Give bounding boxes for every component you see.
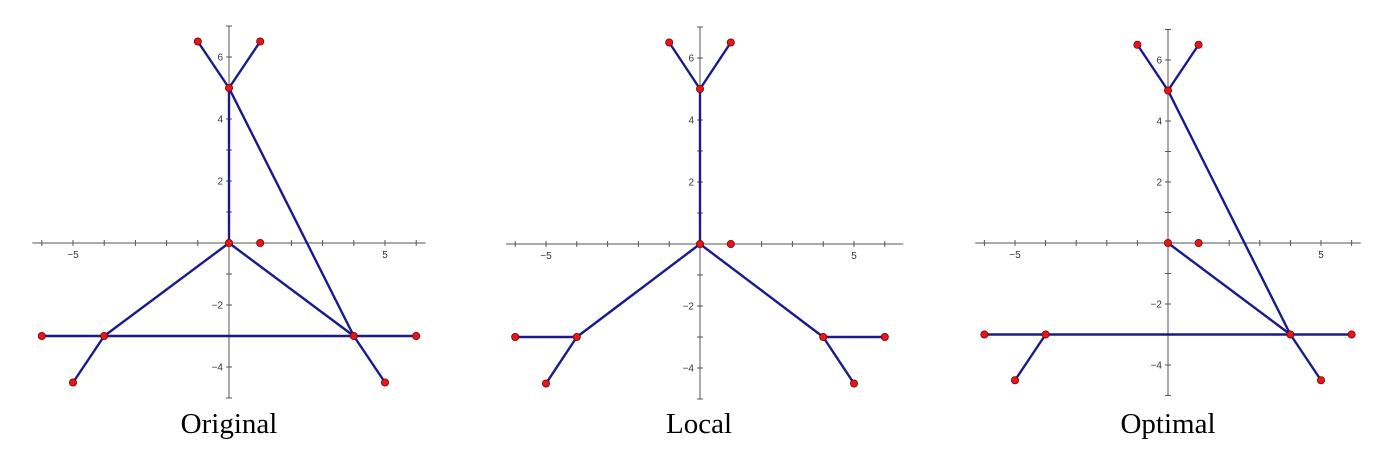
y-tick-label: 6 — [688, 54, 694, 65]
graph-node — [572, 332, 581, 341]
graph-node — [665, 38, 674, 47]
graph-edge — [1166, 89, 1292, 336]
graph-node — [256, 37, 265, 46]
graph-edge — [352, 334, 387, 384]
graph-node — [511, 332, 520, 341]
graph-edge — [227, 86, 355, 338]
y-tick-label: −4 — [1151, 361, 1163, 372]
graph-edge — [822, 335, 856, 385]
graph-node — [1347, 330, 1356, 339]
graph-edge — [196, 40, 231, 90]
graph-edge — [698, 242, 825, 339]
graph-edge — [544, 335, 578, 385]
x-tick-label: 5 — [382, 250, 388, 261]
y-tick-label: 6 — [1156, 56, 1162, 67]
graph-node — [224, 238, 233, 247]
graph-node — [696, 239, 705, 248]
graph-edge — [227, 40, 262, 90]
graph-node — [1164, 86, 1173, 95]
graph-node — [980, 330, 989, 339]
graph-node — [1164, 238, 1173, 247]
y-tick-label: −2 — [1151, 300, 1163, 311]
graph-edge — [1166, 241, 1292, 336]
graph-node — [100, 331, 109, 340]
graph-edge — [1013, 333, 1047, 382]
graph-node — [542, 379, 551, 388]
graph-node — [193, 37, 202, 46]
panel-local: −5 5 6 4 2 −2 −4 — [505, 26, 904, 400]
graph-node — [1317, 376, 1326, 385]
graph-node — [880, 332, 889, 341]
y-tick-label: 4 — [217, 115, 223, 126]
caption-optimal: Optimal — [1120, 408, 1216, 440]
graph-node — [349, 331, 358, 340]
graph-node — [224, 84, 233, 93]
y-tick-label: 2 — [1156, 178, 1162, 189]
x-tick-label: 5 — [851, 251, 857, 262]
x-tick-label: −5 — [540, 251, 552, 262]
graph-edge — [1136, 43, 1170, 92]
graph-edge — [227, 241, 355, 338]
graph-node — [69, 378, 78, 387]
graph-node — [726, 38, 735, 47]
graph-node — [850, 379, 859, 388]
graph-node — [1011, 376, 1020, 385]
y-tick-label: 6 — [217, 53, 223, 64]
graph-node — [412, 331, 421, 340]
y-tick-label: 4 — [1156, 117, 1162, 128]
graph-node — [726, 239, 735, 248]
x-tick-label: 5 — [1318, 250, 1324, 261]
graph-node — [1133, 40, 1142, 49]
graph-edge — [668, 41, 702, 91]
graph-edge — [698, 41, 732, 91]
y-tick-label: −2 — [212, 301, 224, 312]
graph-node — [1194, 40, 1203, 49]
x-tick-label: −5 — [67, 250, 79, 261]
graph-node — [819, 332, 828, 341]
graph-node — [37, 331, 46, 340]
y-tick-label: −4 — [683, 364, 695, 375]
graph-node — [1041, 330, 1050, 339]
graph-node — [380, 378, 389, 387]
graph-node — [1194, 238, 1203, 247]
graph-edge — [102, 241, 231, 338]
caption-local: Local — [665, 408, 732, 440]
graph-node — [696, 85, 705, 94]
graph-node — [1286, 330, 1295, 339]
y-tick-label: −2 — [683, 302, 695, 313]
panel-optimal: −5 5 6 4 2 −2 −4 — [975, 29, 1361, 396]
panel-original: −5 5 6 4 2 −2 −4 — [32, 25, 426, 399]
graph-edge — [575, 242, 702, 339]
caption-original: Original — [180, 408, 278, 440]
x-tick-label: −5 — [1009, 250, 1021, 261]
y-tick-label: 4 — [688, 116, 694, 127]
y-tick-label: 2 — [688, 178, 694, 189]
graph-edge — [1166, 43, 1200, 92]
graph-node — [256, 238, 265, 247]
y-tick-label: 2 — [217, 177, 223, 188]
graph-edge — [71, 334, 106, 384]
graph-edge — [1289, 333, 1323, 382]
y-tick-label: −4 — [212, 363, 224, 374]
